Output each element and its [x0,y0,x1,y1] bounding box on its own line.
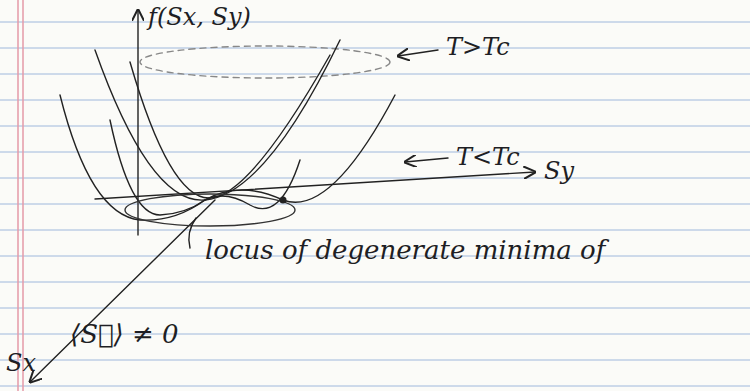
curve-label: T>Tc [446,34,510,60]
axis-label: Sx [6,350,36,376]
axis-label: Sy [544,158,574,184]
curve-label: T<Tc [456,144,520,170]
annotation-text: ⟨S⃗⟩ ≠ 0 [70,320,179,349]
annotation-text: locus of degenerate minima of [205,236,605,265]
axis-label: f(Sx, Sy) [148,4,251,30]
